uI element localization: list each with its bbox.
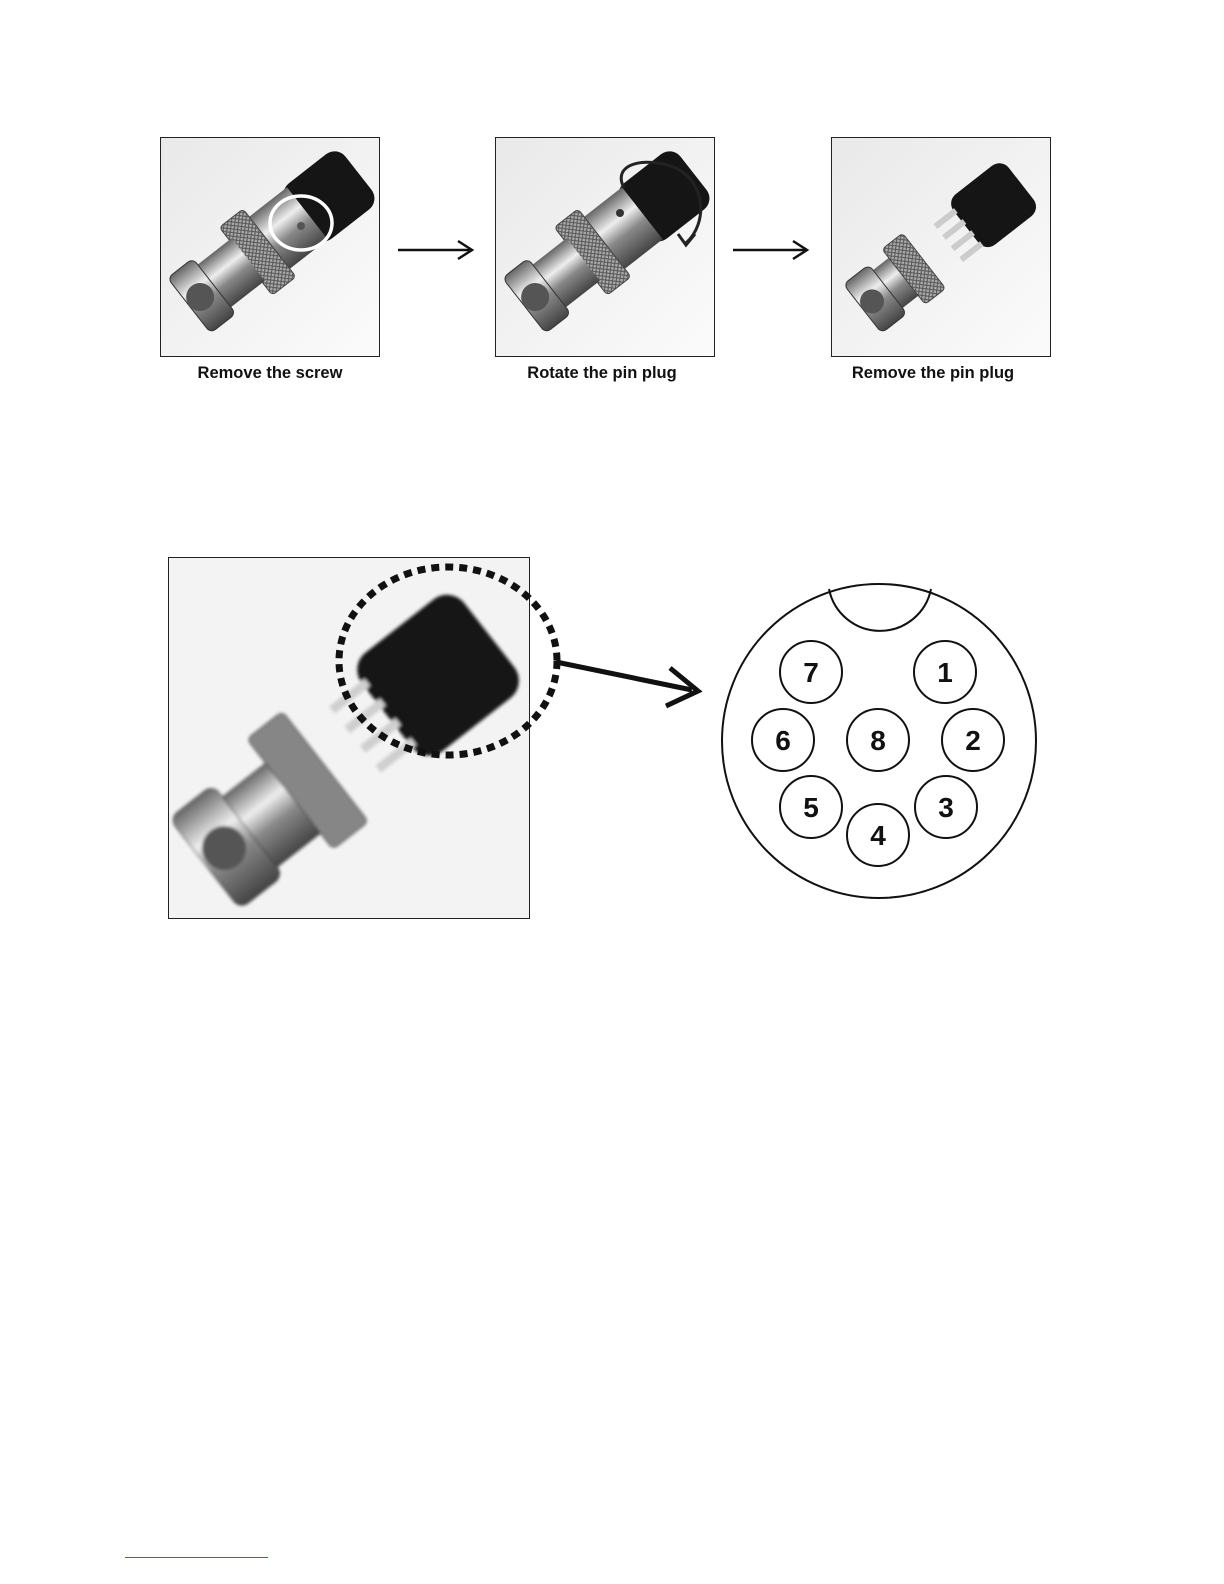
pin-6: 6 [752,709,814,771]
svg-text:2: 2 [965,725,981,756]
arrow-right-icon [552,652,712,722]
pin-3: 3 [915,776,977,838]
svg-text:4: 4 [870,820,886,851]
step-photo-remove-screw [160,137,380,357]
svg-text:8: 8 [870,725,886,756]
arrow-right-icon [731,238,811,262]
footnote-separator [125,1557,268,1558]
svg-text:7: 7 [803,657,819,688]
svg-text:3: 3 [938,792,954,823]
step-caption-remove-pin-plug: Remove the pin plug [783,364,1083,383]
pin-7: 7 [780,641,842,703]
step-photo-rotate-pin-plug [495,137,715,357]
pin-2: 2 [942,709,1004,771]
step-caption-rotate-pin-plug: Rotate the pin plug [452,364,752,383]
zoom-dashed-circle [330,562,570,772]
pin-1: 1 [914,641,976,703]
pin-8: 8 [847,709,909,771]
pin-5: 5 [780,776,842,838]
step-photo-remove-pin-plug [831,137,1051,357]
pin-4: 4 [847,804,909,866]
svg-text:5: 5 [803,792,819,823]
pinout-diagram: 1 2 3 4 5 6 7 8 [715,575,1045,905]
svg-text:1: 1 [937,657,953,688]
step-caption-remove-screw: Remove the screw [120,364,420,383]
arrow-right-icon [396,238,476,262]
svg-text:6: 6 [775,725,791,756]
